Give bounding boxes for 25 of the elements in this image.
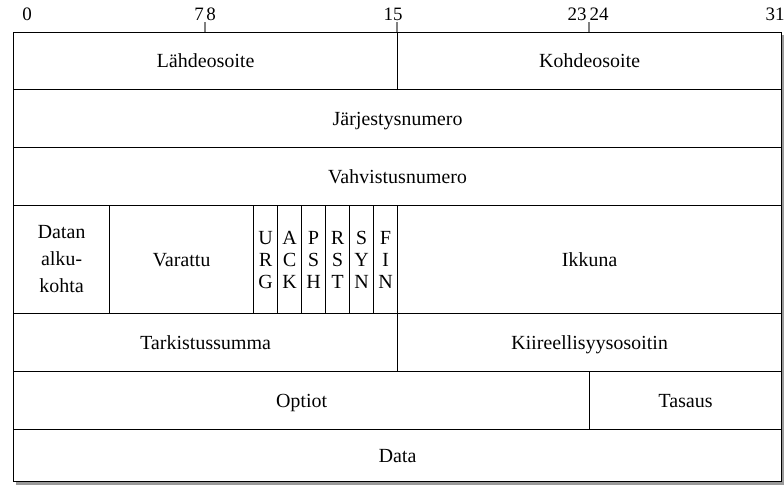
bit-number: 7 — [194, 4, 204, 26]
field-name: Vahvistusnumero — [328, 164, 467, 190]
field-name: Järjestysnumero — [332, 106, 462, 132]
field-name: RST — [330, 226, 345, 292]
field-name: Lähdeosoite — [156, 49, 254, 74]
field-name: Ikkuna — [562, 248, 618, 272]
field-name: Datan alku- kohta — [36, 220, 86, 299]
field-name: FIN — [378, 226, 393, 292]
field-name: URG — [258, 226, 273, 292]
bit-number: 0 — [22, 4, 32, 26]
field-name: Varattu — [152, 248, 210, 272]
field-name: Kiireellisyysosoitin — [511, 330, 668, 356]
field-name: Tasaus — [658, 388, 713, 414]
field-name: ACK — [282, 226, 297, 292]
field-name: PSH — [306, 226, 321, 292]
bit-number: 24 — [590, 4, 608, 26]
field-name: Kohdeosoite — [538, 49, 640, 74]
field-name: Optiot — [276, 388, 328, 414]
bit-number: 8 — [206, 4, 216, 26]
bit-number: 15 — [384, 4, 402, 26]
field-name: SYN — [354, 226, 369, 292]
field-name: Tarkistussumma — [140, 330, 271, 356]
bit-number: 23 — [568, 4, 586, 26]
field-name: Data — [378, 444, 416, 468]
bit-number: 31 — [766, 4, 784, 26]
